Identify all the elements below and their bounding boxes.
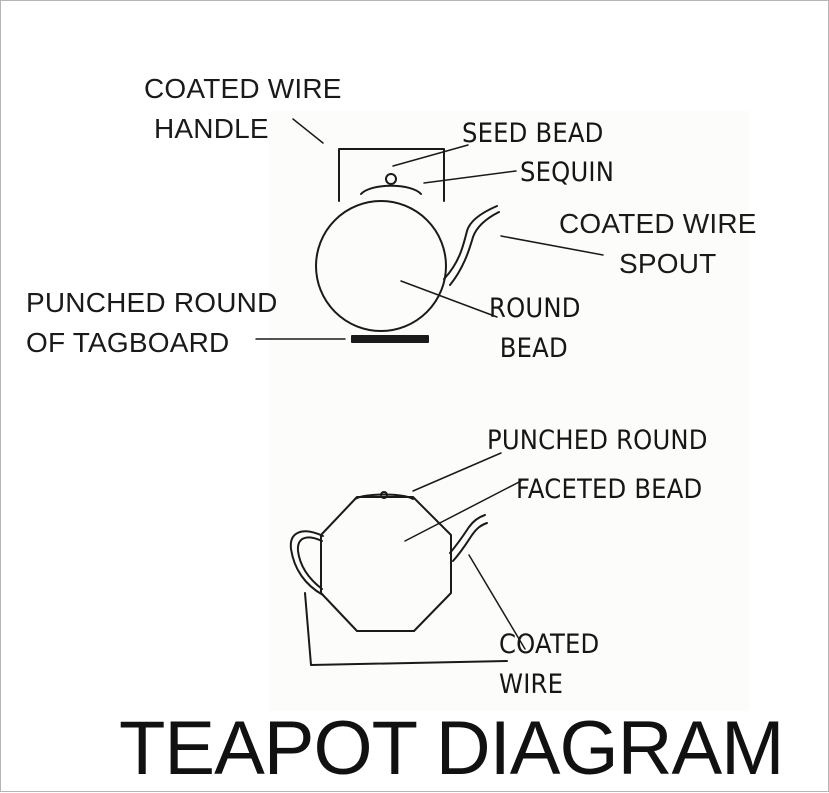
label-faceted-bead: FACETED BEAD	[516, 470, 702, 510]
scanned-paper-area	[269, 111, 749, 711]
lid-knob-shape	[380, 491, 388, 499]
label-line: ROUND	[489, 293, 581, 324]
leader-coated-wire-handle	[292, 118, 324, 144]
faceted-bead-body-shape	[320, 496, 452, 632]
leader-lines	[255, 118, 604, 650]
label-line: PUNCHED ROUND	[487, 425, 708, 456]
punched-round-lid-shape	[354, 493, 414, 500]
wire-spout-shape	[443, 205, 500, 286]
label-line: PUNCHED ROUND	[26, 287, 278, 318]
seed-bead-shape	[385, 173, 397, 185]
label-line: SEED BEAD	[462, 118, 604, 149]
label-line: COATED	[499, 629, 600, 660]
leader-coated-wire	[468, 554, 526, 650]
leader-round-bead	[400, 280, 498, 318]
leader-sequin	[423, 170, 517, 184]
leader-faceted-bead	[404, 480, 522, 542]
label-line: SPOUT	[619, 248, 717, 279]
label-sequin: SEQUIN	[520, 153, 614, 193]
label-coated-wire-spout: COATED WIRE SPOUT	[559, 204, 757, 284]
label-punched-round-of-tagboard: PUNCHED ROUND OF TAGBOARD	[26, 283, 278, 363]
label-line: WIRE	[499, 669, 564, 700]
label-coated-wire: COATED WIRE	[499, 625, 599, 705]
label-line: FACETED BEAD	[516, 474, 703, 505]
sequin-lid-shape	[360, 184, 422, 195]
label-line: COATED WIRE	[559, 208, 757, 239]
label-round-bead: ROUND BEAD	[489, 289, 581, 369]
coated-wire-base-shape	[304, 592, 508, 666]
leader-seed-bead	[392, 144, 469, 167]
label-line: COATED WIRE	[144, 73, 342, 104]
label-line: OF TAGBOARD	[26, 327, 230, 358]
coated-wire-handle-shape	[289, 530, 324, 596]
leader-coated-wire-spout	[500, 235, 604, 256]
label-line: BEAD	[499, 333, 568, 364]
label-punched-round: PUNCHED ROUND	[487, 421, 708, 461]
label-line: HANDLE	[154, 113, 269, 144]
coated-wire-spout-shape	[449, 514, 488, 562]
wire-handle-shape	[338, 148, 445, 202]
round-teapot-drawing	[315, 148, 500, 343]
label-coated-wire-handle: COATED WIRE HANDLE	[144, 69, 342, 149]
faceted-teapot-drawing	[289, 491, 508, 666]
label-line: SEQUIN	[520, 157, 615, 188]
round-bead-body-shape	[315, 200, 447, 332]
tagboard-base-shape	[351, 335, 429, 343]
diagram-title: TEAPOT DIAGRAM	[119, 706, 784, 791]
label-seed-bead: SEED BEAD	[462, 114, 604, 154]
leader-punched-round	[412, 452, 502, 492]
